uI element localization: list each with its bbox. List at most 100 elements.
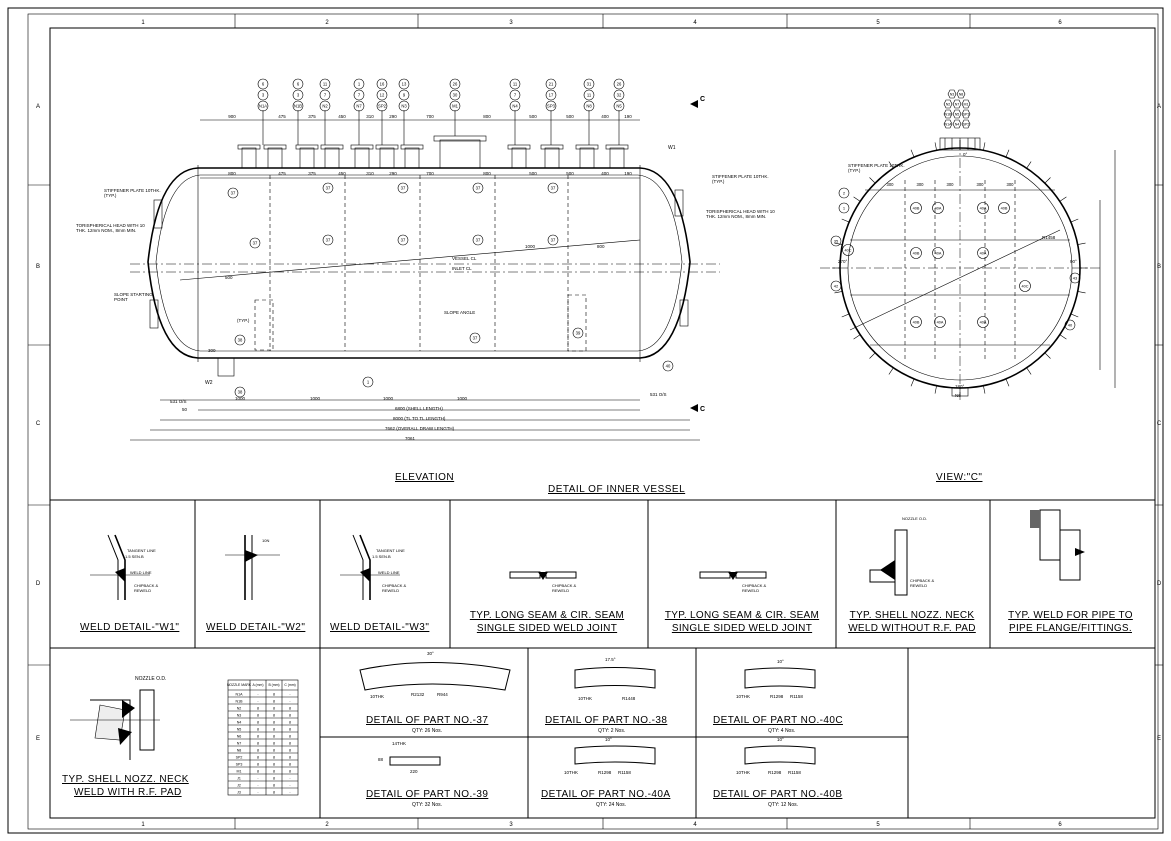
nozzle-bubble [613,100,625,112]
nozzle-bubble [292,89,304,101]
nozzle-table-cell: 8 [273,728,275,732]
nozzle-bubble [319,100,331,112]
inner-dimension: 190 [624,171,632,176]
row-label: C [1157,421,1162,427]
view-c-part-label: 40A [935,252,942,256]
nozzle-bubble [509,100,521,112]
column-label: 6 [1058,20,1062,26]
view-c-side-bubble [838,202,850,214]
top-dimension: 310 [366,114,374,119]
nozzle-bubble [509,78,521,90]
row-label: A [36,104,40,110]
view-c-nozzle-tag-label: N1B [945,112,953,116]
column-label: 5 [876,20,880,26]
nozzle-table-cell: J3 [237,791,241,795]
view-c-side-label: 42 [834,284,839,289]
column-label: 2 [325,20,329,26]
part-bubble-label: 40 [666,364,671,369]
nozzle-bubble-label: N1B [294,104,302,109]
view-c-side-label: 35 [834,239,839,244]
nozzle-bubble-label: 12 [380,93,385,98]
nozzle-bubble-label: N1A [259,104,267,109]
nozzle-table-cell: N8 [237,749,242,753]
view-c-part-bubble [910,316,922,328]
part-bubble-label: 37 [401,238,406,243]
row-label: E [1157,736,1161,742]
nozzle-bubble [353,89,365,101]
view-c-dimension: 300 [917,182,925,187]
nozzle-table-cell: 8 [289,770,291,774]
view-c-part-bubble [842,244,854,256]
column-label: 2 [325,822,329,828]
part-bubble [362,376,374,388]
top-dimension: 475 [278,114,286,119]
nozzle-table-cell: SP2 [236,756,243,760]
part-bubble-label: 1 [367,380,370,385]
column-label: 5 [876,822,880,828]
nozzle-table-cell: N4 [237,721,242,725]
view-c-part-bubble [932,202,944,214]
part-bubble [322,234,334,246]
part-bubble-label: 38 [238,390,243,395]
nozzle-table-cell: - [289,791,291,795]
view-c-part-label: 40C [1022,285,1029,289]
nozzle-table-cell: 8 [273,749,275,753]
nozzle-table-cell: 8 [289,707,291,711]
view-c-part-label: 40B [913,207,920,211]
nozzle-table-cell: 8 [257,728,259,732]
nozzle-bubble-label: 3 [297,93,300,98]
view-c-side-bubble [830,235,842,247]
part-bubble [397,182,409,194]
nozzle-table-cell: SP3 [236,763,243,767]
view-c-nozzle-tag-label: N3 [950,92,955,96]
nozzle-bubble-label: 11 [587,93,592,98]
inner-dimension: 400 [601,171,609,176]
nozzle-bubble [583,100,595,112]
nozzle-bubble [353,100,365,112]
nozzle-table-cell: J2 [237,784,241,788]
view-c-part-label: 40A [980,207,987,211]
nozzle-table-cell: 8 [289,721,291,725]
view-c-part-bubble [910,202,922,214]
view-c-side-label: 43 [1073,276,1078,281]
column-label: 4 [693,822,697,828]
part-bubble-label: 37 [231,191,236,196]
view-c-part-label: 40B [913,321,920,325]
nozzle-table-cell: 8 [273,784,275,788]
view-c-part-bubble [1019,280,1031,292]
elevation-view [130,100,720,441]
nozzle-table-cell: 8 [273,742,275,746]
nozzle-bubble [292,100,304,112]
inner-dimension: 290 [389,171,397,176]
nozzle-table-cell: N6 [237,735,242,739]
nozzle-table-cell: 8 [273,777,275,781]
sheet-border-inner [49,27,1156,819]
row-label: E [36,736,40,742]
nozzle-table-cell: N2 [237,707,242,711]
top-dimension: 450 [338,114,346,119]
top-dimension: 190 [624,114,632,119]
nozzle-table-cell: 8 [273,707,275,711]
view-c-nozzle-tag [952,99,962,109]
inner-dimension: 500 [529,171,537,176]
view-c-part-label: 40A [980,252,987,256]
nozzle-bubble-label: 31 [587,82,592,87]
nozzle-table-cell: N1A [236,693,244,697]
nozzle-table-cell: 8 [289,756,291,760]
top-dimension: 700 [426,114,434,119]
nozzle-table-cell: 8 [273,721,275,725]
nozzle-bubble-label: 17 [549,93,554,98]
nozzle-bubble [353,78,365,90]
top-dimension: 375 [308,114,316,119]
view-c-part-label: 40C [845,249,852,253]
nozzle-bubble [376,78,388,90]
nozzle-table-header: NOZZLE MARK [227,683,252,687]
part-bubble-label: 37 [476,238,481,243]
inner-dimension: 310 [366,171,374,176]
column-label: 1 [141,20,145,26]
view-c-nozzle-tag-label: N1A [945,122,953,126]
nozzle-table-cell: N5 [237,728,242,732]
part-bubble [469,332,481,344]
